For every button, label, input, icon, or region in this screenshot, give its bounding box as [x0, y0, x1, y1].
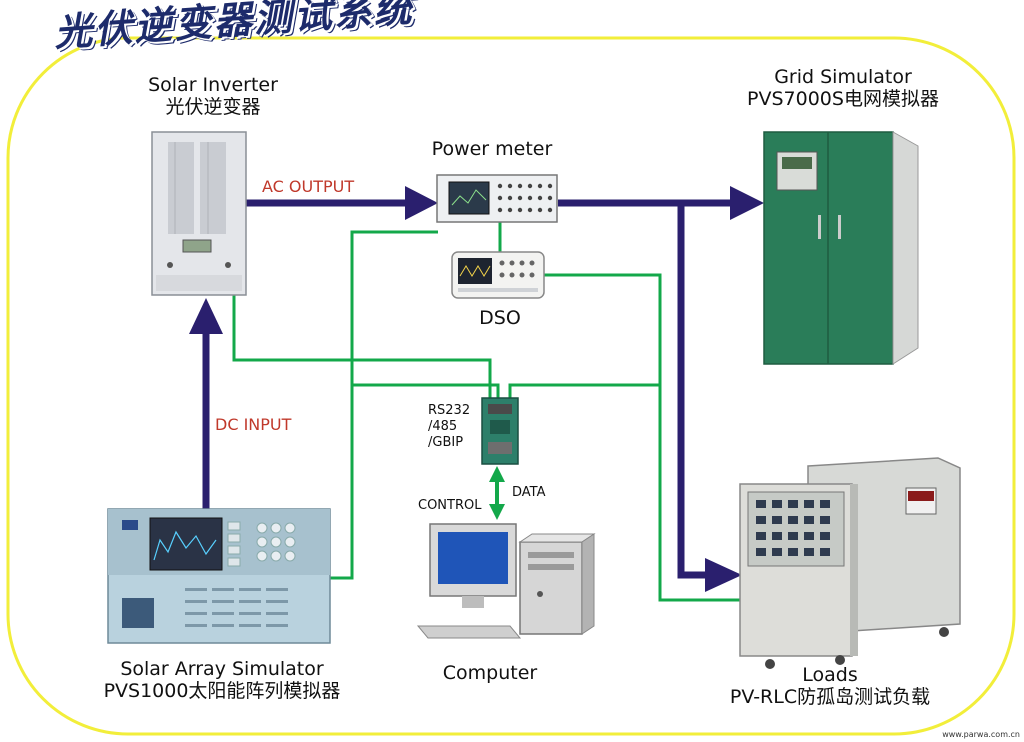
signal-line-array	[352, 383, 500, 400]
solar-array-simulator-label: Solar Array Simulator PVS1000太阳能阵列模拟器	[72, 658, 372, 702]
interface-board	[481, 397, 519, 465]
dso-label: DSO	[479, 307, 521, 329]
grid-simulator-label: Grid Simulator PVS7000S电网模拟器	[708, 66, 978, 110]
solar-array-simulator-name: Solar Array Simulator	[120, 658, 324, 680]
power-meter-label: Power meter	[431, 138, 553, 160]
solar-inverter-name-cn: 光伏逆变器	[165, 96, 261, 118]
interface-485: /485	[428, 419, 458, 434]
arrow-to-power-meter	[405, 186, 438, 220]
interface-gbip: /GBIP	[428, 435, 464, 450]
power-meter-device	[436, 174, 558, 223]
watermark-url: www.parwa.com.cn	[942, 730, 1020, 739]
signal-line-grid	[508, 383, 660, 400]
solar-inverter-name: Solar Inverter	[148, 74, 278, 96]
solar-array-simulator-name-cn: PVS1000太阳能阵列模拟器	[103, 680, 341, 702]
data-label: DATA	[512, 485, 546, 500]
solar-array-simulator-device	[107, 508, 331, 644]
loads-name-cn: PV-RLC防孤岛测试负载	[729, 686, 931, 708]
computer-device	[416, 523, 596, 639]
signal-line-inverter	[232, 295, 492, 400]
grid-simulator-cabinet	[763, 131, 919, 365]
grid-simulator-name-cn: PVS7000S电网模拟器	[747, 88, 939, 110]
solar-inverter-device	[151, 131, 247, 296]
data-arrow-up	[489, 466, 505, 482]
control-label: CONTROL	[418, 498, 482, 513]
loads-cabinets	[739, 457, 961, 669]
power-lines	[202, 199, 735, 579]
data-arrow-down	[489, 504, 505, 520]
dc-input-label: DC INPUT	[215, 415, 292, 434]
ac-output-label: AC OUTPUT	[262, 177, 355, 196]
data-link	[489, 466, 505, 520]
arrow-to-loads	[705, 558, 742, 592]
loads-name: Loads	[802, 664, 858, 686]
meter-to-loads-line	[677, 203, 710, 579]
frame-border	[6, 36, 1016, 736]
computer-label: Computer	[442, 662, 538, 684]
interface-label: RS232 /485 /GBIP	[428, 403, 488, 451]
loads-label: Loads PV-RLC防孤岛测试负载	[695, 664, 965, 708]
signal-line-dso	[543, 273, 740, 602]
dso-device	[451, 251, 545, 299]
interface-rs232: RS232	[428, 403, 471, 418]
arrow-to-grid-simulator	[730, 186, 764, 220]
signal-line-meter	[328, 230, 438, 580]
grid-simulator-name: Grid Simulator	[774, 66, 912, 88]
signal-lines	[232, 222, 740, 602]
solar-inverter-label: Solar Inverter 光伏逆变器	[113, 74, 313, 118]
arrow-to-inverter	[189, 298, 223, 334]
power-arrows	[189, 186, 764, 592]
